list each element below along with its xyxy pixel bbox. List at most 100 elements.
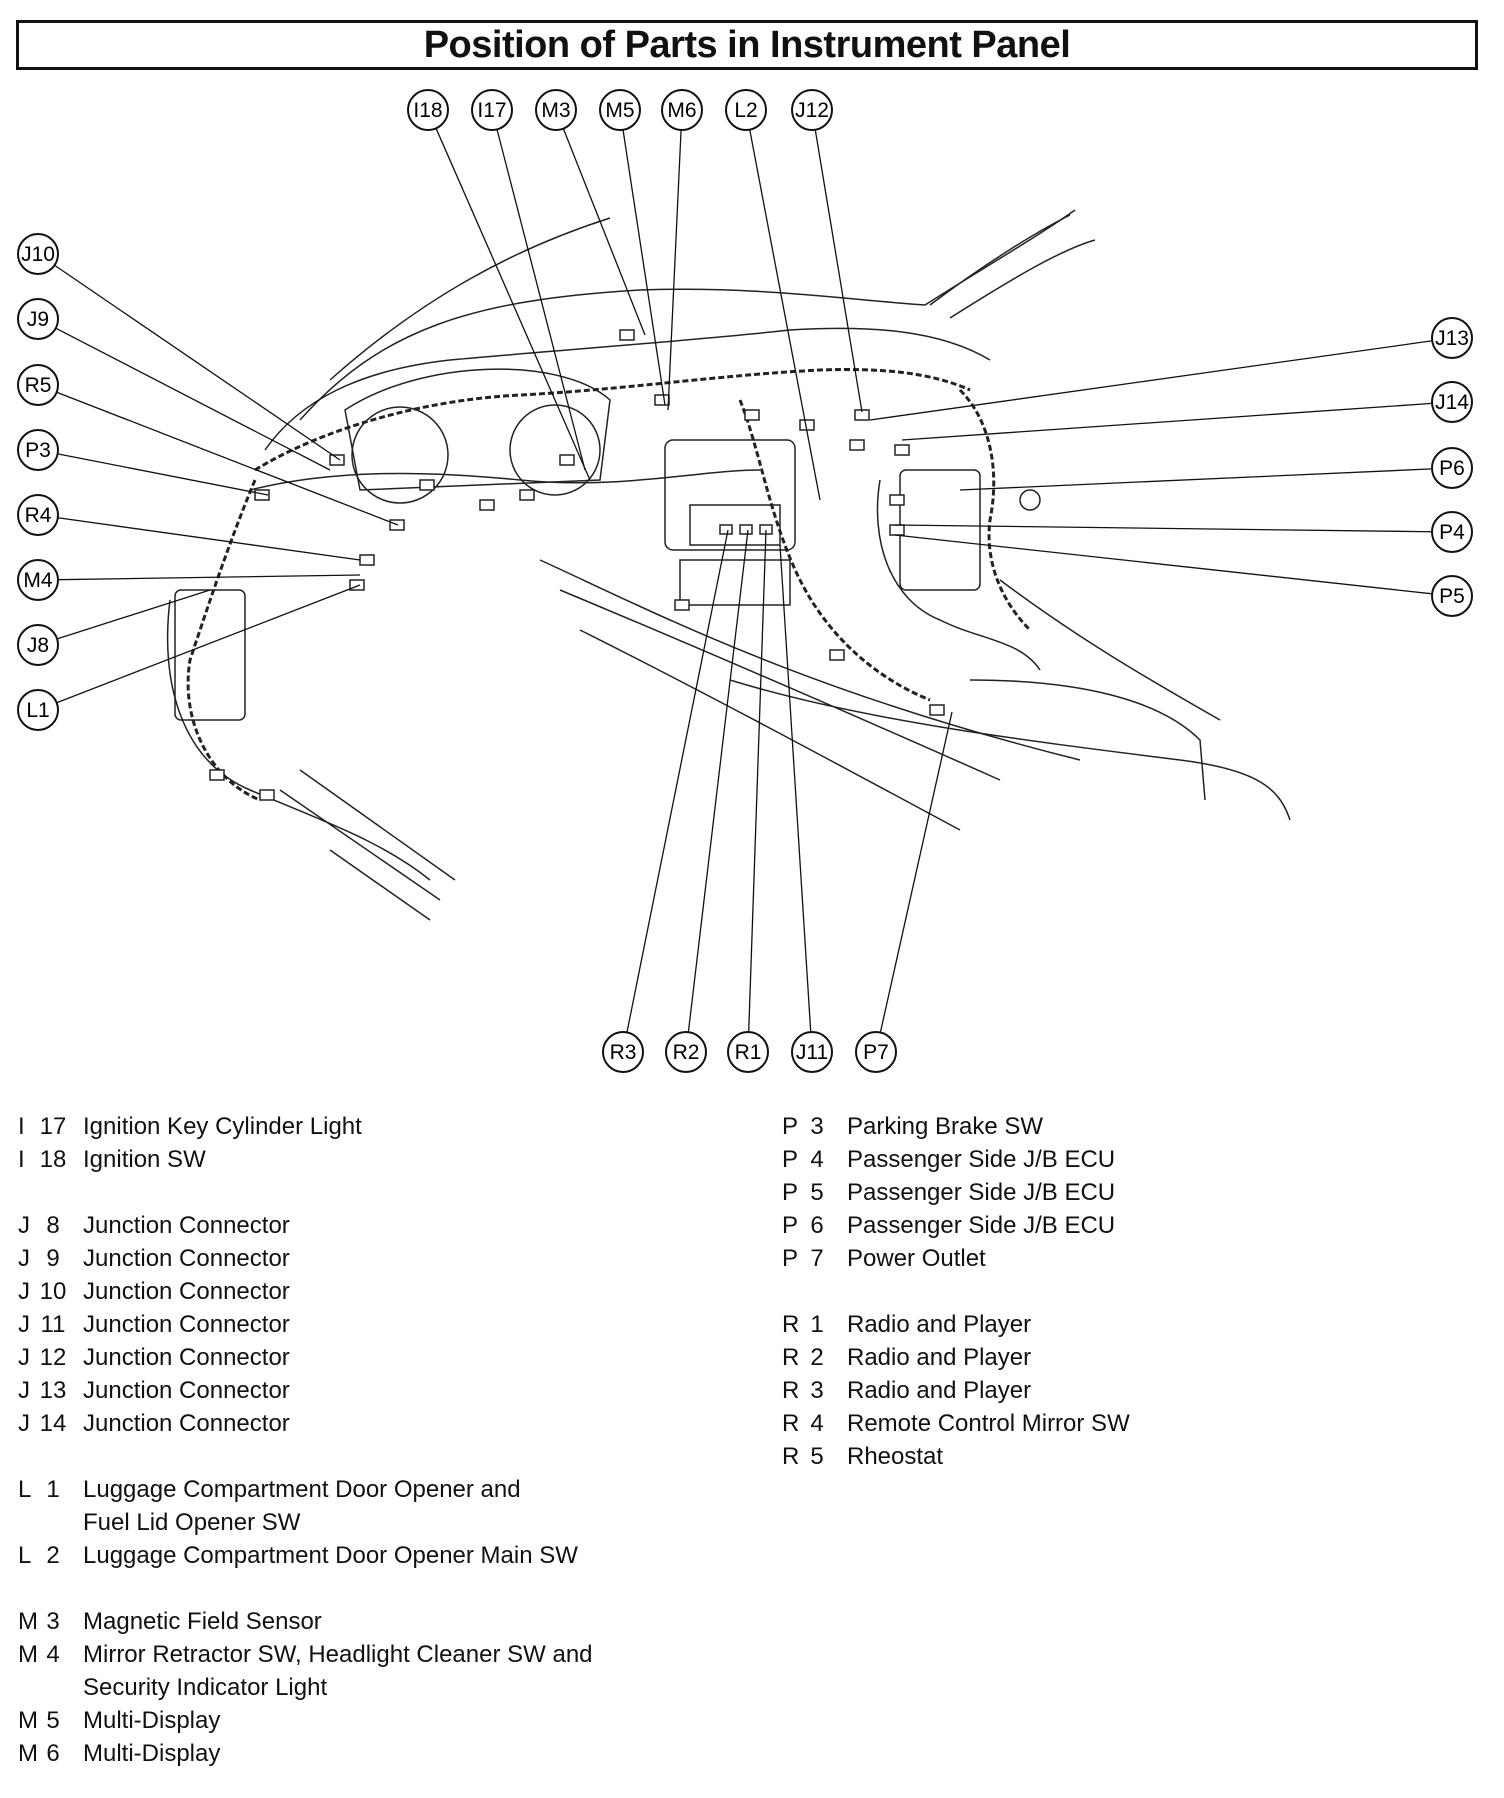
legend-name: Security Indicator Light <box>83 1674 328 1701</box>
callout-label: M6 <box>667 99 696 122</box>
callout-m3: M3 <box>535 89 577 131</box>
callout-circle <box>661 89 703 131</box>
legend-name: Junction Connector <box>83 1311 290 1338</box>
legend-number: 11 <box>40 1311 66 1338</box>
climate-unit <box>679 559 791 606</box>
callout-j12: J12 <box>791 89 833 131</box>
callout-label: P3 <box>25 439 51 462</box>
left-lower-line <box>329 849 431 921</box>
callout-label: L1 <box>26 699 49 722</box>
dash-lower-edge <box>249 469 761 491</box>
legend-prefix: M <box>18 1740 38 1767</box>
legend-prefix: L <box>18 1542 32 1569</box>
legend-name: Junction Connector <box>83 1410 290 1437</box>
left-jb-box <box>174 589 246 721</box>
leader-line-l1 <box>56 584 361 704</box>
legend-name: Junction Connector <box>83 1212 290 1239</box>
legend-number: 13 <box>39 1377 67 1404</box>
right-grommet <box>1019 489 1041 511</box>
leader-line-j8 <box>56 589 211 640</box>
legend-name: Passenger Side J/B ECU <box>847 1212 1116 1239</box>
callout-i18: I18 <box>407 89 449 131</box>
callout-j10: J10 <box>17 233 59 275</box>
leader-line-r4 <box>57 517 361 561</box>
callout-j11: J11 <box>791 1031 833 1073</box>
legend-prefix: M <box>18 1641 38 1668</box>
callout-circle <box>17 494 59 536</box>
legend-number: 5 <box>810 1443 824 1470</box>
legend-prefix: L <box>18 1476 32 1503</box>
callout-label: J9 <box>27 308 49 331</box>
callout-circle <box>1431 447 1473 489</box>
leader-line-p7 <box>879 711 953 1033</box>
callout-label: R2 <box>673 1041 700 1064</box>
callout-l1: L1 <box>17 689 59 731</box>
legend-prefix: M <box>18 1707 38 1734</box>
left-harness <box>186 479 261 802</box>
callout-circle <box>727 1031 769 1073</box>
callout-p6: P6 <box>1431 447 1473 489</box>
legend-name: Parking Brake SW <box>847 1113 1044 1140</box>
main-harness <box>254 368 971 472</box>
callout-circle <box>17 429 59 471</box>
legend-prefix: P <box>782 1212 799 1239</box>
legend-number: 17 <box>39 1113 67 1140</box>
connectors <box>209 329 945 801</box>
legend-name: Junction Connector <box>83 1344 290 1371</box>
legend-name: Radio and Player <box>847 1377 1032 1404</box>
leader-line-r5 <box>56 391 399 526</box>
callout-circle <box>471 89 513 131</box>
leader-line-r3 <box>626 529 729 1033</box>
callout-circle <box>17 689 59 731</box>
callout-circle <box>1431 511 1473 553</box>
legend-name: Magnetic Field Sensor <box>83 1608 322 1635</box>
callout-label: J11 <box>796 1041 828 1064</box>
leader-line-j11 <box>779 544 812 1033</box>
legend-number: 7 <box>810 1245 824 1272</box>
callout-circle <box>1431 381 1473 423</box>
callout-label: R1 <box>735 1041 762 1064</box>
legend-name: Luggage Compartment Door Opener and <box>83 1476 521 1503</box>
legend-prefix: J <box>18 1410 30 1437</box>
cluster-hood <box>344 368 611 491</box>
callout-r2: R2 <box>665 1031 707 1073</box>
leader-line-j14 <box>901 402 1433 441</box>
legend-number: 6 <box>810 1212 824 1239</box>
legend-number: 3 <box>810 1377 824 1404</box>
legend-prefix: J <box>18 1245 30 1272</box>
legend-number: 1 <box>810 1311 824 1338</box>
leader-line-i18 <box>435 128 591 481</box>
callout-circle <box>17 298 59 340</box>
legend-name: Power Outlet <box>847 1245 986 1272</box>
floor-line-2 <box>969 679 1206 801</box>
legend-name: Passenger Side J/B ECU <box>847 1179 1116 1206</box>
center-stack <box>664 439 796 551</box>
instrument-panel-drawing <box>166 209 1291 921</box>
legend-prefix: I <box>18 1113 25 1140</box>
legend-gap <box>18 1176 758 1209</box>
callout-circle <box>1431 575 1473 617</box>
callout-circle <box>17 364 59 406</box>
center-harness <box>738 399 931 702</box>
leader-line-l2 <box>749 129 821 501</box>
callout-circle <box>791 89 833 131</box>
legend-number: 3 <box>46 1608 60 1635</box>
callout-circle <box>602 1031 644 1073</box>
callout-r4: R4 <box>17 494 59 536</box>
leader-line-p6 <box>959 468 1433 491</box>
callout-circle <box>599 89 641 131</box>
callout-label: J8 <box>27 634 49 657</box>
callout-label: M3 <box>541 99 570 122</box>
legend-name: Radio and Player <box>847 1311 1032 1338</box>
leader-line-m6 <box>667 129 682 411</box>
